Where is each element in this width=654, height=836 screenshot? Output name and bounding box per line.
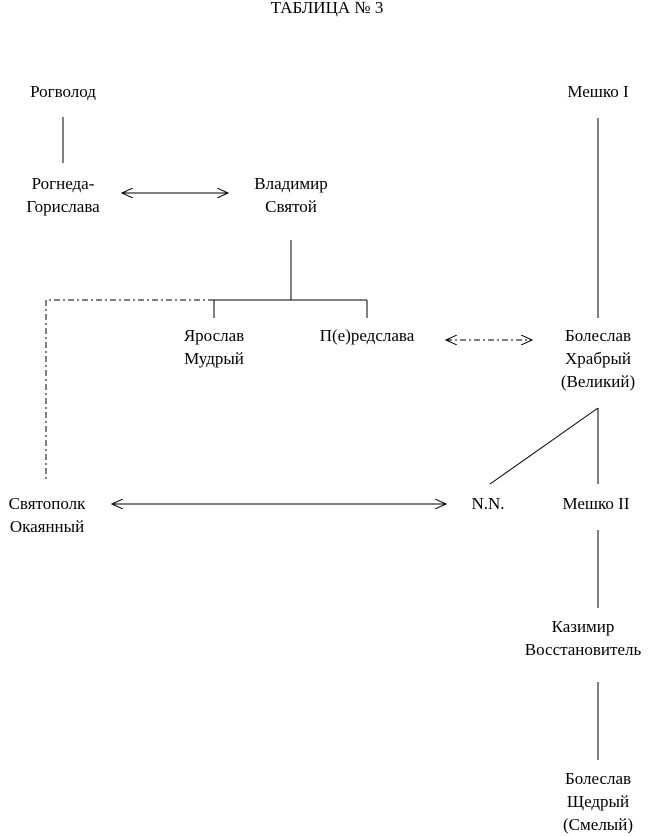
node-kazimir: Казимир Восстановитель (524, 617, 642, 659)
line-boleslav-nn (489, 407, 599, 485)
node-rogneda: Рогнеда- Горислава (26, 174, 100, 216)
diagram-title: ТАБЛИЦА № 3 (270, 0, 384, 17)
node-svyatopolk: Святополк Окаянный (8, 494, 86, 536)
node-mieszko1: Мешко I (567, 82, 629, 101)
node-peredslava: П(е)редслава (319, 326, 415, 345)
node-yaroslav: Ярослав Мудрый (183, 326, 245, 368)
node-nn: N.N. (471, 494, 505, 513)
node-vladimir: Владимир Святой (254, 174, 328, 216)
node-boleslav-bold: Болеслав Щедрый (Смелый) (563, 769, 633, 834)
line-to-svyatopolk (45, 299, 214, 480)
node-mieszko2: Мешко II (562, 494, 630, 513)
node-boleslav-brave: Болеслав Храбрый (Великий) (560, 326, 636, 391)
node-rogvolod: Рогволод (30, 82, 96, 101)
